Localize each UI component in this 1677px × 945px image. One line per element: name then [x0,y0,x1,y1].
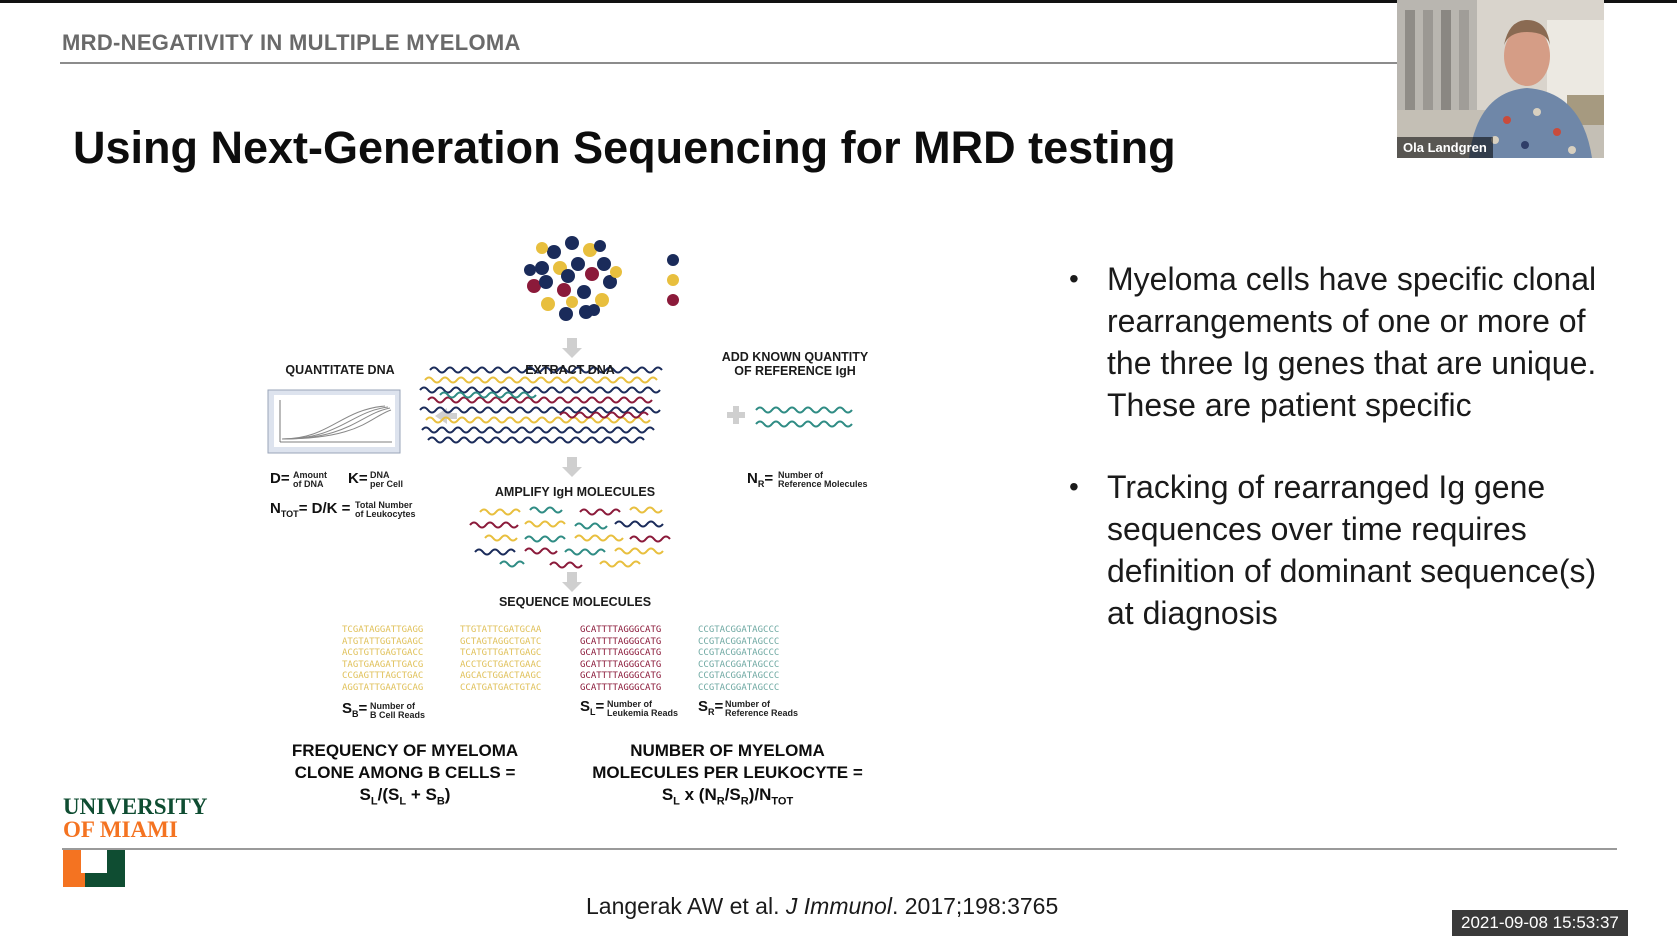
slide-title: Using Next-Generation Sequencing for MRD… [73,122,1176,173]
slide-section-label: MRD-NEGATIVITY IN MULTIPLE MYELOMA [62,30,521,55]
legend-dot-gold [667,274,679,286]
bullet-list: • Myeloma cells have specific clonal rea… [1062,258,1622,674]
d-variable: D= [270,470,290,487]
b-cell-sequences-1: TCGATAGGATTGAGG ATGTATTGGTAGAGC ACGTGTTG… [342,625,424,693]
video-frame [1397,0,1604,158]
citation: Langerak AW et al. J Immunol. 2017;198:3… [586,893,1059,919]
frequency-formula: FREQUENCY OF MYELOMA CLONE AMONG B CELLS… [291,741,519,808]
arrow-down-2 [562,457,582,477]
sr-variable: SR= [698,698,724,717]
qpcr-chart-thumbnail [267,389,401,454]
recording-timestamp: 2021-09-08 15:53:37 [1452,910,1628,936]
molecules-formula: NUMBER OF MYELOMA MOLECULES PER LEUKOCYT… [592,741,863,808]
amplified-igh-strands [469,506,671,569]
bullet-dot-icon: • [1069,471,1079,502]
plus-sign [727,406,745,424]
u-logo-icon [63,849,125,887]
leukemia-sequences: GCATTTTAGGGCATG GCATTTTAGGGCATG GCATTTTA… [580,625,662,693]
bullet-item: • Myeloma cells have specific clonal rea… [1062,258,1622,426]
footer-divider [62,848,1617,850]
amplify-label: AMPLIFY IgH MOLECULES [494,485,656,499]
diagram-graphics [267,230,853,592]
sequence-label: SEQUENCE MOLECULES [498,595,652,609]
bullet-dot-icon: • [1069,263,1079,294]
legend-dot-navy [667,254,679,266]
arrow-down-3 [562,572,582,592]
participant-name: Ola Landgren [1397,137,1493,158]
ngs-mrd-diagram: QUANTITATE DNA EXTRACT DNA ADD KNOWN QUA… [260,220,900,820]
arrow-down-1 [562,338,582,358]
header-divider [60,62,1400,64]
legend-dot-maroon [667,294,679,306]
k-variable: K= [348,470,368,487]
reference-label-line2: OF REFERENCE IgH [734,364,856,378]
sb-variable: SB= [342,700,368,719]
top-border [0,0,1677,3]
participant-video-tile[interactable]: Ola Landgren [1397,0,1604,158]
university-logo: UNIVERSITY OF MIAMI [63,795,207,893]
quantitate-dna-label: QUANTITATE DNA [285,363,395,377]
reference-igh-strands [755,406,853,428]
reference-sequences: CCGTACGGATAGCCC CCGTACGGATAGCCC CCGTACGG… [698,625,780,693]
b-cell-sequences-2: TTGTATTCGATGCAA GCTAGTAGGCTGATC TCATGTTG… [460,625,542,693]
cell-cluster [524,230,622,326]
reference-label-line1: ADD KNOWN QUANTITY [721,350,869,364]
ntot-variable: NTOT= D/K = [270,500,351,519]
arrow-left [435,408,457,424]
bullet-item: • Tracking of rearranged Ig gene sequenc… [1062,466,1622,634]
nr-variable: NR= [747,470,774,489]
extracted-dna-strands [419,366,663,444]
sl-variable: SL= [580,698,605,717]
extract-dna-label: EXTRACT DNA [525,363,615,377]
